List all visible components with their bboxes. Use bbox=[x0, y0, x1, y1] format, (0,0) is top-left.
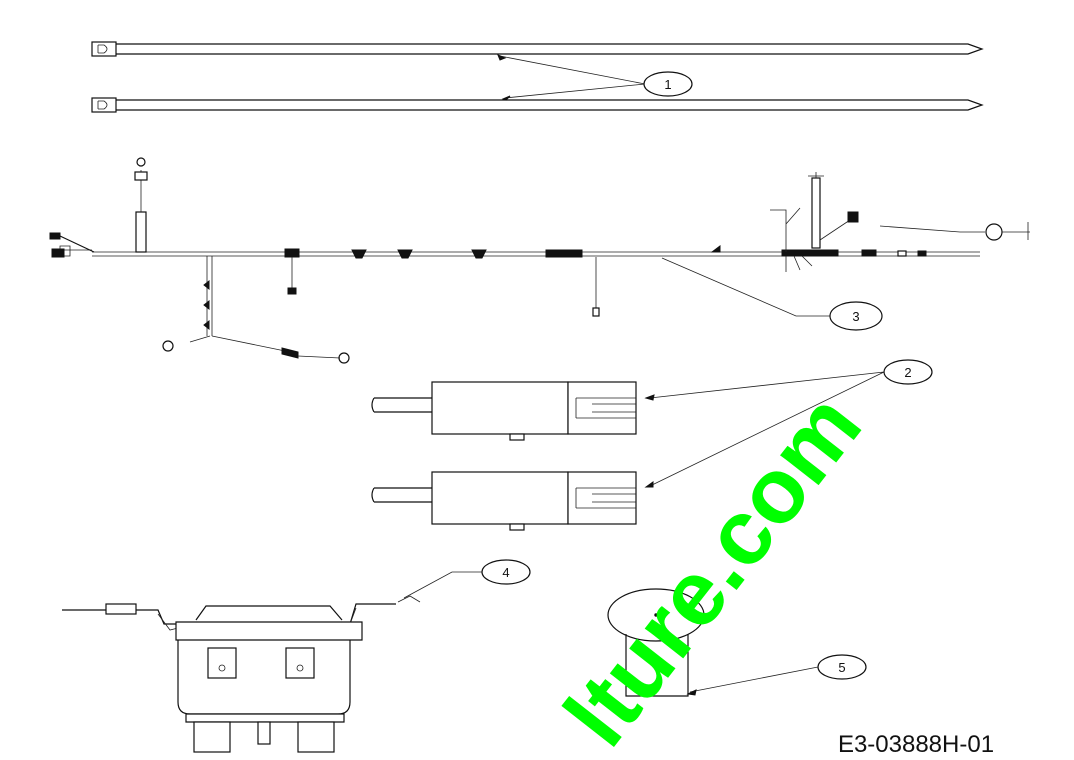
switch-upper bbox=[371, 381, 637, 441]
switch-lower bbox=[371, 471, 637, 531]
leader-2 bbox=[644, 371, 885, 488]
callout-4: 4 bbox=[481, 559, 531, 585]
leader-5 bbox=[686, 666, 819, 696]
cable-tie-lower bbox=[91, 97, 984, 113]
cable-tie-upper bbox=[91, 41, 984, 57]
svg-text:1: 1 bbox=[664, 77, 671, 92]
svg-text:5: 5 bbox=[838, 660, 845, 675]
callout-5: 5 bbox=[817, 654, 867, 680]
wiring-harness bbox=[49, 157, 1030, 364]
callout-2: 2 bbox=[883, 359, 933, 385]
leader-4 bbox=[403, 571, 484, 599]
leader-1 bbox=[497, 54, 646, 101]
callout-1: 1 bbox=[643, 71, 693, 97]
drawing-code: E3-03888H-01 bbox=[838, 731, 994, 758]
ignition-switch bbox=[62, 595, 421, 753]
svg-text:4: 4 bbox=[502, 565, 509, 580]
callout-3: 3 bbox=[829, 301, 883, 331]
svg-text:2: 2 bbox=[904, 365, 911, 380]
knob bbox=[607, 588, 705, 697]
leader-3 bbox=[661, 257, 830, 317]
svg-text:3: 3 bbox=[852, 309, 859, 324]
